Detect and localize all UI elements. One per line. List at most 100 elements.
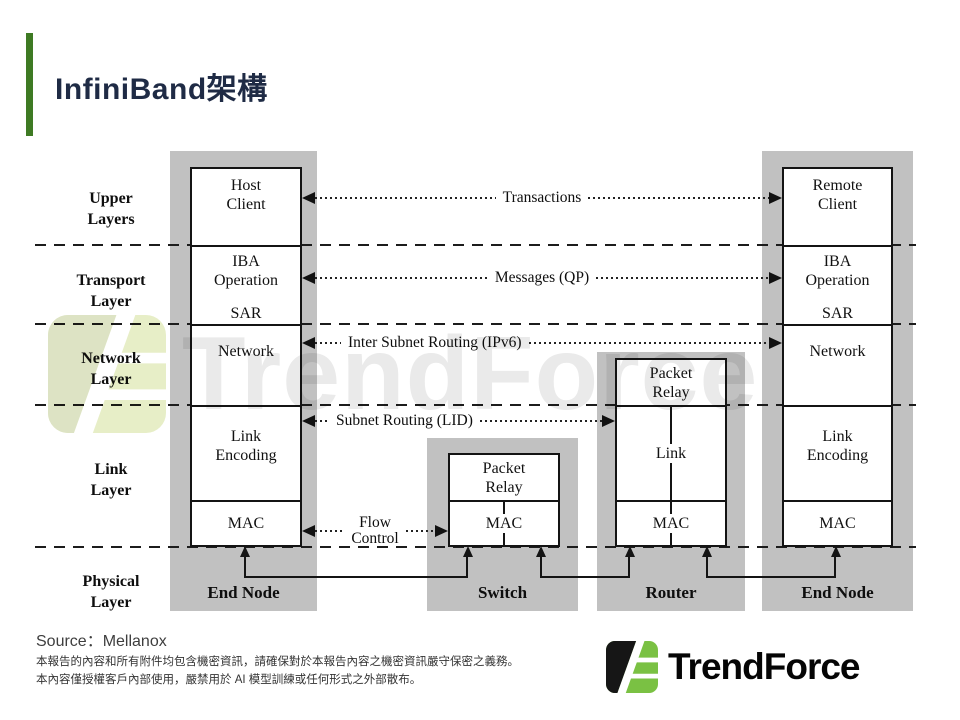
arrow-label: Flow Control [344, 515, 405, 547]
trendforce-logo-icon [606, 641, 658, 693]
layer-label-line: Layer [90, 371, 132, 388]
arrowhead-left-icon [302, 192, 315, 204]
host-client-cell: Host Client [192, 169, 300, 245]
cell-text: SAR [230, 305, 262, 322]
source-label: Source：Mellanox [36, 633, 167, 650]
arrowhead-left-icon [302, 415, 315, 427]
network-cell: Network [192, 324, 300, 405]
cell-text: IBA [823, 253, 852, 270]
layer-label-line: Layers [87, 211, 135, 228]
phy-link-switch-router [540, 557, 630, 578]
arrow-label: Messages (QP) [494, 269, 590, 286]
cell-text: Link [230, 428, 262, 445]
disclaimer-line-1: 本報告的內容和所有附件均包含機密資訊，請確保對於本報告內容之機密資訊嚴守保密之義… [36, 656, 519, 668]
remote-client-cell: Remote Client [784, 169, 891, 245]
packet-relay-cell: Packet Relay [617, 360, 725, 405]
cell-text: Packet [482, 459, 526, 477]
up-arrowhead-icon [625, 546, 635, 557]
cell-text: Operation [805, 272, 870, 289]
arrow-label: Transactions [502, 189, 582, 206]
layer-label-line: Transport [76, 272, 146, 289]
layer-label-link: Link Layer [52, 459, 170, 501]
trendforce-logo: TrendForce [606, 641, 860, 693]
phy-link-endnode-switch [244, 557, 468, 578]
layer-label-line: Link [94, 461, 128, 478]
dotted-line [315, 420, 329, 422]
dotted-line [596, 277, 769, 279]
layer-divider-network-link [35, 404, 916, 406]
dotted-line [315, 197, 496, 199]
title-accent-bar [26, 33, 33, 136]
packet-relay-cell: Packet Relay [450, 455, 558, 500]
mac-cell: MAC [617, 500, 725, 545]
arrow-label-line: Flow [359, 514, 391, 531]
mac-cell: MAC [450, 500, 558, 545]
iba-operation-sar-cell: IBA Operation SAR [192, 245, 300, 324]
caption-switch: Switch [477, 583, 528, 602]
port-divider [670, 407, 672, 545]
cell-text: Relay [652, 383, 690, 401]
arrowhead-left-icon [302, 272, 315, 284]
cell-text: MAC [482, 514, 526, 533]
up-arrowhead-icon [240, 546, 250, 557]
up-arrowhead-icon [463, 546, 473, 557]
cell-text: Packet [649, 364, 693, 382]
arrowhead-right-icon [769, 192, 782, 204]
dotted-line [315, 277, 488, 279]
disclaimer-line-2: 本內容僅授權客戶內部使用，嚴禁用於 AI 模型訓練或任何形式之外部散布。 [36, 674, 422, 686]
arrow-subnet-routing: Subnet Routing (LID) [302, 412, 615, 429]
network-cell: Network [784, 324, 891, 405]
up-arrowhead-icon [702, 546, 712, 557]
cell-text: Link [822, 428, 853, 445]
layer-label-line: Upper [89, 190, 133, 207]
layer-label-line: Layer [90, 482, 132, 499]
dotted-line [588, 197, 769, 199]
cell-text-group: IBA Operation [192, 252, 300, 290]
layer-label-upper: Upper Layers [52, 188, 170, 230]
cell-text: Encoding [215, 447, 277, 464]
link-cell: Link [617, 405, 725, 545]
layer-label-line: Layer [90, 293, 132, 310]
cell-text: Encoding [806, 447, 869, 464]
arrowhead-right-icon [769, 272, 782, 284]
cell-text: MAC [227, 515, 265, 532]
arrowhead-right-icon [769, 337, 782, 349]
caption-end-node-right: End Node [801, 583, 874, 602]
arrowhead-left-icon [302, 337, 315, 349]
cell-text: IBA [232, 253, 260, 270]
arrowhead-right-icon [435, 525, 448, 537]
phy-link-router-endnode [706, 557, 836, 578]
layer-divider-transport-network [35, 323, 916, 325]
layer-label-network: Network Layer [52, 348, 170, 390]
layer-divider-upper-transport [35, 244, 916, 246]
end-node-left-box: Host Client IBA Operation SAR Network Li… [190, 167, 302, 547]
iba-operation-sar-cell: IBA Operation SAR [784, 245, 891, 324]
arrow-label-line: Control [351, 530, 399, 547]
cell-text: MAC [649, 514, 693, 533]
mac-cell: MAC [784, 500, 891, 545]
arrowhead-right-icon [602, 415, 615, 427]
arrow-label: Subnet Routing (LID) [336, 412, 473, 429]
dotted-line [528, 342, 769, 344]
cell-text: Client [226, 196, 266, 213]
router-box: Packet Relay Link MAC [615, 358, 727, 547]
link-encoding-cell: Link Encoding [784, 405, 891, 500]
layer-label-physical: Physical Layer [52, 571, 170, 613]
cell-text: SAR [821, 305, 854, 322]
arrow-inter-subnet-routing: Inter Subnet Routing (IPv6) [302, 334, 782, 351]
layer-label-line: Network [81, 350, 141, 367]
layer-label-line: Layer [90, 594, 132, 611]
caption-router: Router [645, 583, 697, 602]
mac-cell: MAC [192, 500, 300, 545]
layer-label-line: Physical [82, 573, 140, 590]
switch-box: Packet Relay MAC [448, 453, 560, 547]
end-node-right-box: Remote Client IBA Operation SAR Network … [782, 167, 893, 547]
up-arrowhead-icon [536, 546, 546, 557]
up-arrowhead-icon [831, 546, 841, 557]
cell-text-group: IBA Operation [784, 252, 891, 290]
arrowhead-left-icon [302, 525, 315, 537]
cell-text: MAC [819, 515, 856, 532]
cell-text: Client [817, 196, 858, 213]
cell-text: Network [809, 343, 866, 360]
